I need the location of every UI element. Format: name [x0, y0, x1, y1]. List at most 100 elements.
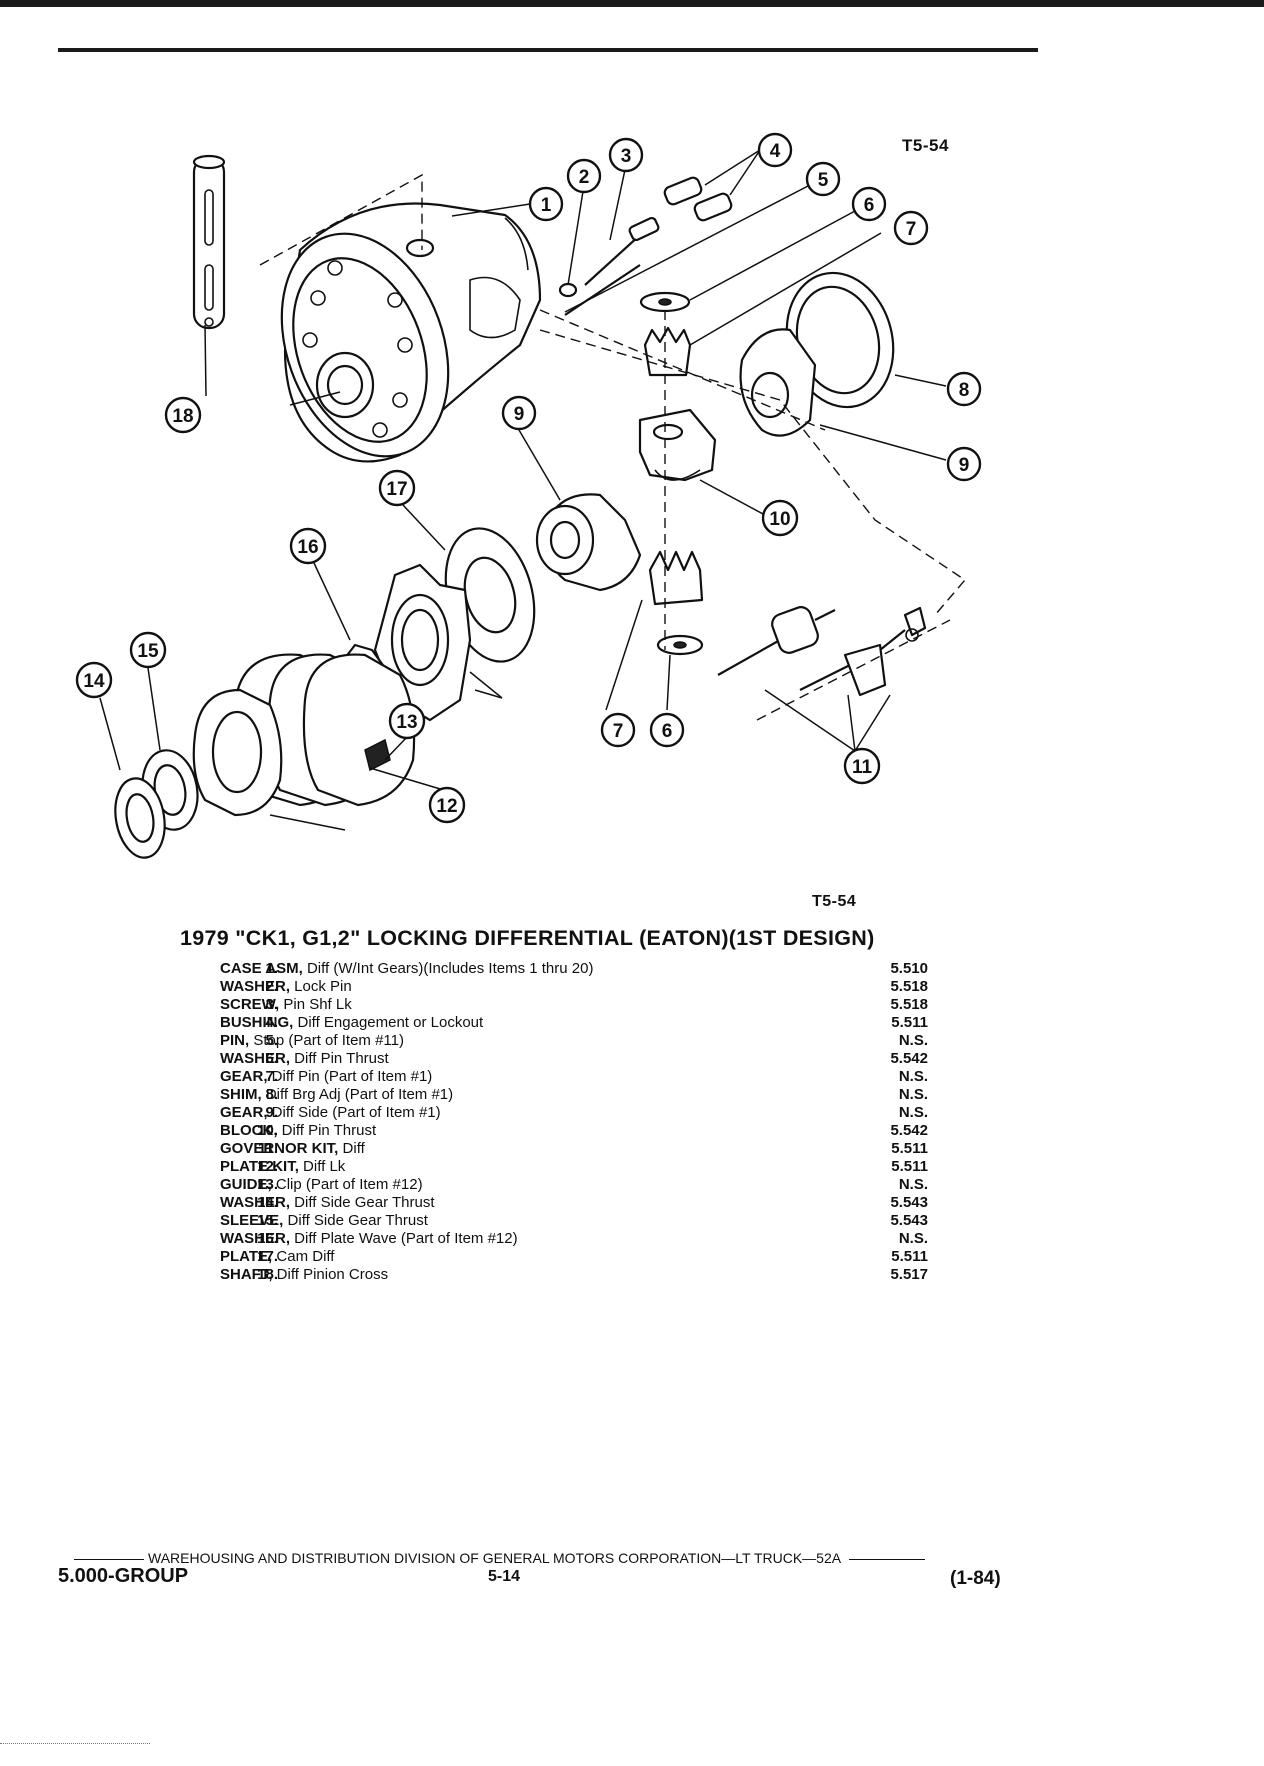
callout-3: 3: [608, 137, 644, 173]
scan-top-border: [0, 0, 1264, 7]
small-hardware: [558, 176, 733, 316]
part-number: 12.: [257, 1158, 278, 1175]
parts-row: 1.CASE ASM, Diff (W/Int Gears)(Includes …: [110, 960, 930, 978]
part-number: 6.: [265, 1050, 278, 1067]
part-group-code: N.S.: [898, 1176, 928, 1193]
cross-shaft: [192, 154, 226, 330]
part-detail: Diff Side Gear Thrust: [290, 1194, 435, 1211]
part-detail: Pin Shf Lk: [279, 996, 352, 1013]
thrust-sleeve-and-washer: [114, 749, 199, 859]
svg-text:12: 12: [436, 796, 457, 817]
callout-16: 16: [289, 527, 327, 565]
part-name: SCREW,: [220, 996, 280, 1013]
part-detail: Diff (W/Int Gears)(Includes Items 1 thru…: [302, 960, 594, 977]
parts-row: 4.BUSHING, Diff Engagement or Lockout 5.…: [110, 1014, 930, 1032]
part-description: BLOCK, Diff Pin Thrust: [220, 1122, 920, 1140]
part-detail: Diff Pin Thrust: [290, 1050, 389, 1067]
part-detail: Diff Engagement or Lockout: [293, 1014, 484, 1031]
part-number: 10.: [257, 1122, 278, 1139]
svg-text:5: 5: [818, 170, 829, 191]
part-group-code: 5.518: [890, 978, 928, 995]
part-group-code: 5.517: [890, 1266, 928, 1283]
callout-10: 10: [761, 499, 799, 537]
scan-artifact-line: [0, 1743, 150, 1744]
part-description: GOVERNOR KIT, Diff: [220, 1140, 920, 1158]
part-description: BUSHING, Diff Engagement or Lockout: [220, 1014, 920, 1032]
svg-text:15: 15: [137, 641, 159, 662]
part-number: 17.: [257, 1248, 278, 1265]
part-number: 14.: [257, 1194, 278, 1211]
part-group-code: 5.511: [891, 1158, 928, 1175]
section-title: 1979 "CK1, G1,2" LOCKING DIFFERENTIAL (E…: [180, 926, 875, 950]
part-group-code: 5.511: [891, 1014, 928, 1031]
part-number: 9.: [265, 1104, 278, 1121]
part-group-code: N.S.: [898, 1230, 928, 1247]
part-name: GEAR,: [220, 1104, 268, 1121]
svg-text:11: 11: [852, 757, 873, 778]
part-name: BUSHING,: [220, 1014, 294, 1031]
part-group-code: 5.511: [891, 1140, 928, 1157]
parts-row: 17.PLATE, Cam Diff 5.511: [110, 1248, 930, 1266]
part-detail: Diff Side (Part of Item #1): [267, 1104, 441, 1121]
parts-row: 15.SLEEVE, Diff Side Gear Thrust 5.543: [110, 1212, 930, 1230]
right-side-gear: [739, 271, 895, 437]
part-detail: Lock Pin: [290, 978, 352, 995]
part-description: SCREW, Pin Shf Lk: [220, 996, 920, 1014]
svg-text:4: 4: [770, 141, 781, 162]
part-number: 5.: [265, 1032, 278, 1049]
parts-row: 14.WASHER, Diff Side Gear Thrust 5.543: [110, 1194, 930, 1212]
part-description: CASE ASM, Diff (W/Int Gears)(Includes It…: [220, 960, 920, 978]
part-group-code: 5.542: [890, 1050, 928, 1067]
part-description: SHIM, Diff Brg Adj (Part of Item #1): [220, 1086, 920, 1104]
lower-pinion: [648, 550, 704, 656]
part-description: SLEEVE, Diff Side Gear Thrust: [220, 1212, 920, 1230]
part-description: PIN, Stop (Part of Item #11): [220, 1032, 920, 1050]
svg-text:18: 18: [172, 406, 193, 427]
part-detail: Diff Pin (Part of Item #1): [267, 1068, 433, 1085]
part-number: 8.: [265, 1086, 278, 1103]
part-detail: Diff Pinion Cross: [272, 1266, 389, 1283]
part-detail: Stop (Part of Item #11): [249, 1032, 404, 1049]
callout-13: 13: [388, 702, 426, 740]
part-name: WASHER,: [220, 1050, 291, 1067]
part-group-code: 5.543: [890, 1194, 928, 1211]
part-detail: Diff Lk: [298, 1158, 346, 1175]
callout-9: 9: [501, 395, 537, 431]
part-group-code: 5.518: [890, 996, 928, 1013]
part-description: GEAR, Diff Pin (Part of Item #1): [220, 1068, 920, 1086]
footer-division: WAREHOUSING AND DISTRIBUTION DIVISION OF…: [70, 1550, 1030, 1566]
callout-6: 6: [851, 186, 887, 222]
part-name: WASHER,: [220, 1194, 291, 1211]
svg-text:3: 3: [621, 146, 632, 167]
part-name: SLEEVE,: [220, 1212, 284, 1229]
part-name: PLATE KIT,: [220, 1158, 299, 1175]
part-number: 2.: [265, 978, 278, 995]
part-number: 15.: [257, 1212, 278, 1229]
part-name: BLOCK,: [220, 1122, 278, 1139]
part-description: PLATE KIT, Diff Lk: [220, 1158, 920, 1176]
svg-text:17: 17: [386, 479, 407, 500]
parts-row: 12.PLATE KIT, Diff Lk 5.511: [110, 1158, 930, 1176]
parts-row: 5.PIN, Stop (Part of Item #11) N.S.: [110, 1032, 930, 1050]
part-name: GEAR,: [220, 1068, 268, 1085]
part-description: WASHER, Diff Pin Thrust: [220, 1050, 920, 1068]
leader-lines: [99, 149, 947, 831]
footer-date: (1-84): [950, 1568, 1001, 1589]
header-rule: [58, 48, 1038, 52]
part-number: 11.: [257, 1140, 278, 1157]
part-description: WASHER, Diff Side Gear Thrust: [220, 1194, 920, 1212]
callout-4: 4: [757, 132, 793, 168]
callout-12: 12: [428, 786, 466, 824]
footer-division-text: WAREHOUSING AND DISTRIBUTION DIVISION OF…: [148, 1550, 842, 1566]
callout-7: 7: [600, 712, 636, 748]
parts-row: 3.SCREW, Pin Shf Lk 5.518: [110, 996, 930, 1014]
part-group-code: N.S.: [898, 1104, 928, 1121]
footer-group: 5.000-GROUP: [58, 1565, 189, 1587]
svg-text:10: 10: [769, 509, 790, 530]
part-group-code: N.S.: [898, 1068, 928, 1085]
callout-18: 18: [164, 396, 202, 434]
part-number: 16.: [257, 1230, 278, 1247]
part-detail: Diff Side Gear Thrust: [283, 1212, 428, 1229]
part-name: SHIM,: [220, 1086, 262, 1103]
part-detail: Diff Pin Thrust: [277, 1122, 377, 1139]
